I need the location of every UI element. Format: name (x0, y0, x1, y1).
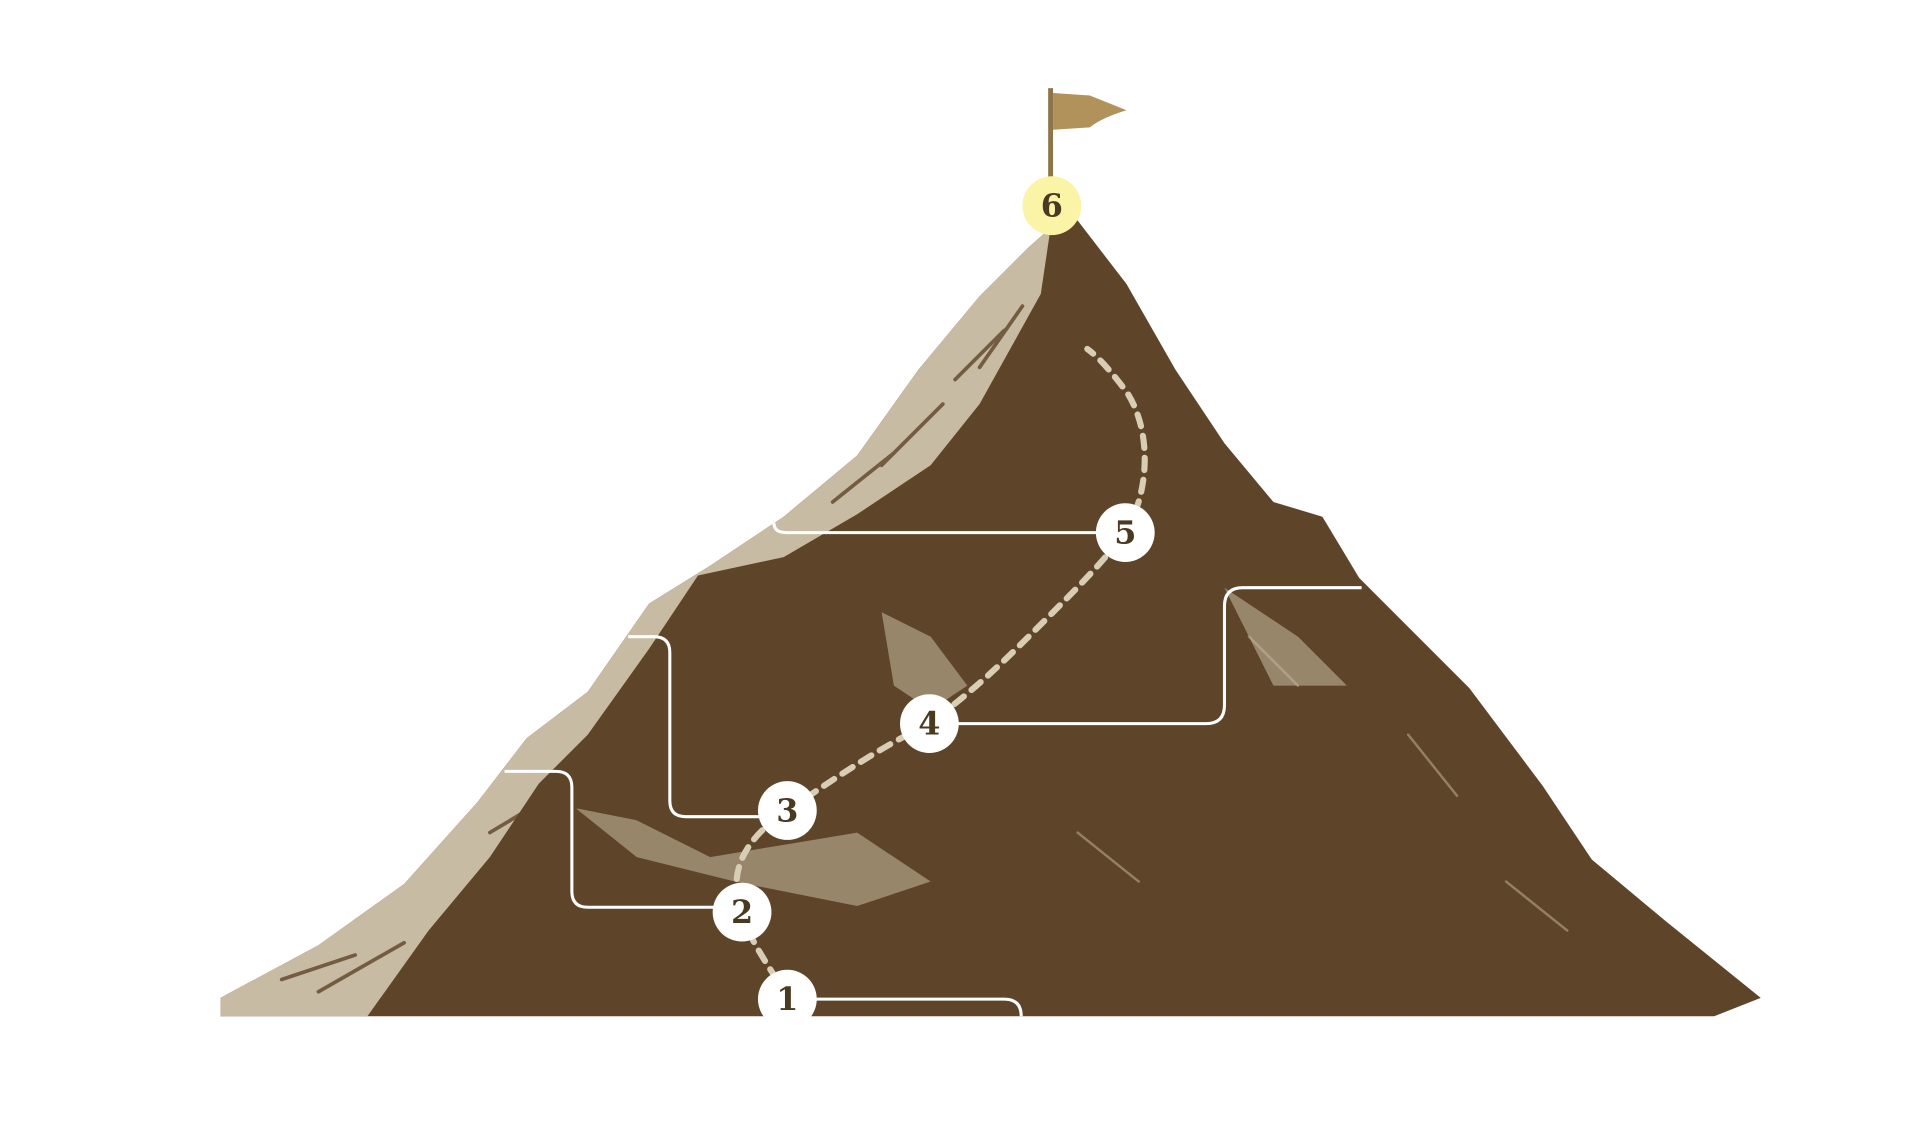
step-label: 5 (1114, 514, 1136, 552)
connector-4 (929, 586, 1362, 726)
step-marker-5[interactable]: 5 (1095, 503, 1155, 562)
summit-flag-icon (1048, 88, 1127, 211)
mountain-hatching (279, 304, 1025, 994)
step-marker-4[interactable]: 4 (900, 694, 959, 753)
connector-lines (504, 522, 1362, 1017)
step-marker-3[interactable]: 3 (757, 781, 817, 840)
connector-1 (787, 997, 1023, 1017)
step-label: 2 (731, 893, 753, 931)
step-label: 6 (1041, 187, 1063, 225)
connector-3 (628, 635, 788, 819)
step-marker-1[interactable]: 1 (757, 969, 817, 1029)
mountain-highlights (1076, 635, 1569, 932)
step-label: 1 (776, 980, 798, 1018)
step-marker-2[interactable]: 2 (712, 882, 772, 942)
connector-5 (772, 522, 1126, 535)
step-label: 4 (918, 705, 940, 743)
step-marker-6-summit[interactable]: 6 (1022, 176, 1082, 236)
connector-2 (504, 769, 743, 909)
mountain-light-ridge (575, 587, 1347, 907)
step-label: 3 (776, 792, 798, 830)
